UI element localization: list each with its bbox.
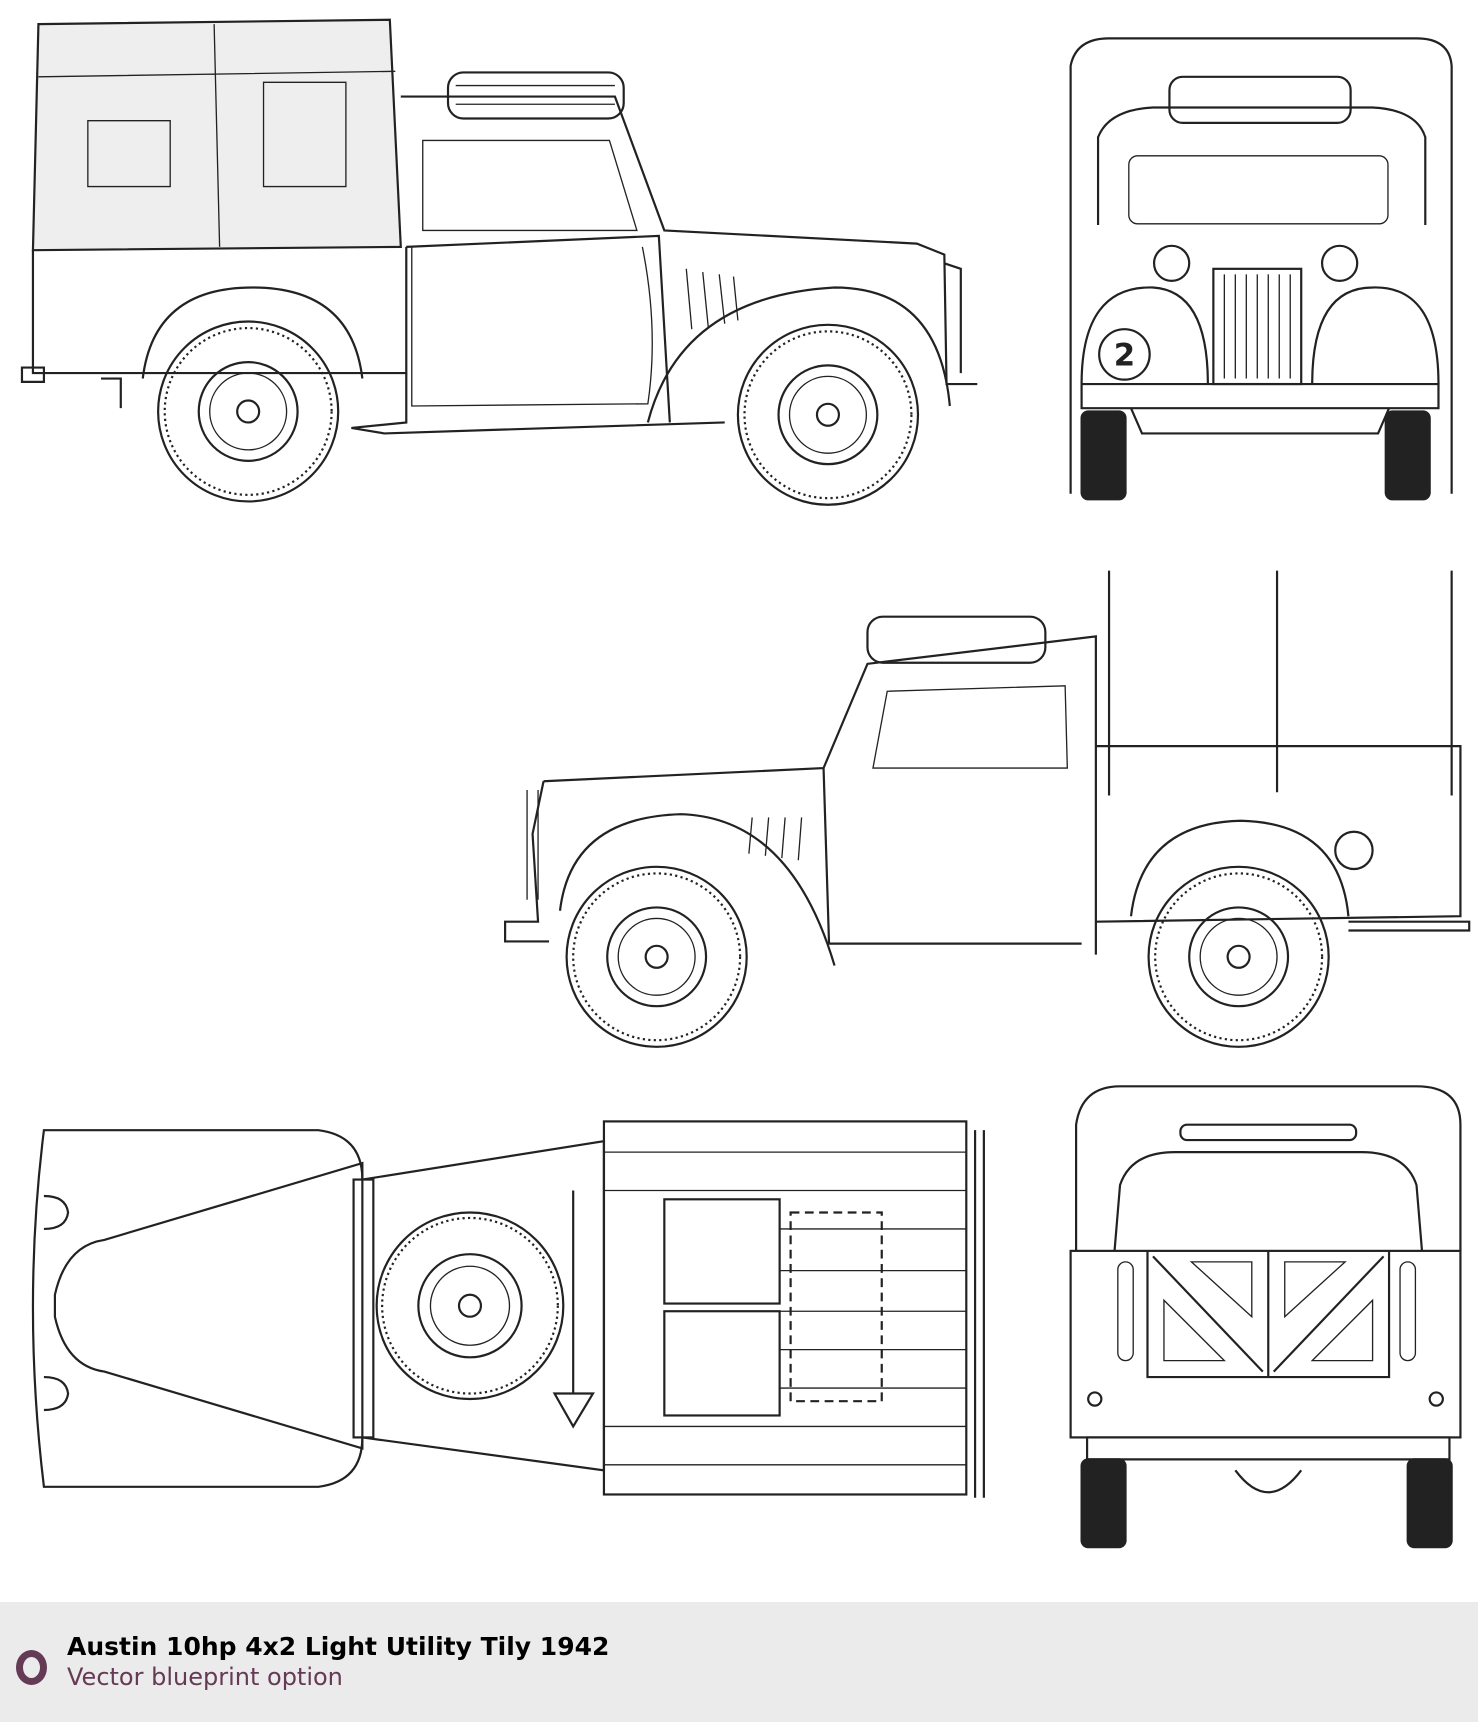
caption-bar: Austin 10hp 4x2 Light Utility Tily 1942 … bbox=[0, 1602, 1478, 1722]
ring-bullet-icon bbox=[16, 1650, 47, 1685]
unit-number: 2 bbox=[1114, 337, 1135, 373]
side-view-covered bbox=[20, 18, 978, 506]
rear-view bbox=[1069, 1085, 1462, 1549]
caption-subtitle[interactable]: Vector blueprint option bbox=[67, 1663, 343, 1691]
top-view bbox=[31, 1120, 985, 1498]
front-view: 2 bbox=[1069, 37, 1453, 501]
side-view-open bbox=[504, 570, 1471, 1048]
caption-title: Austin 10hp 4x2 Light Utility Tily 1942 bbox=[67, 1632, 610, 1661]
vehicle-blueprint-drawing: 2 bbox=[20, 18, 1471, 1549]
